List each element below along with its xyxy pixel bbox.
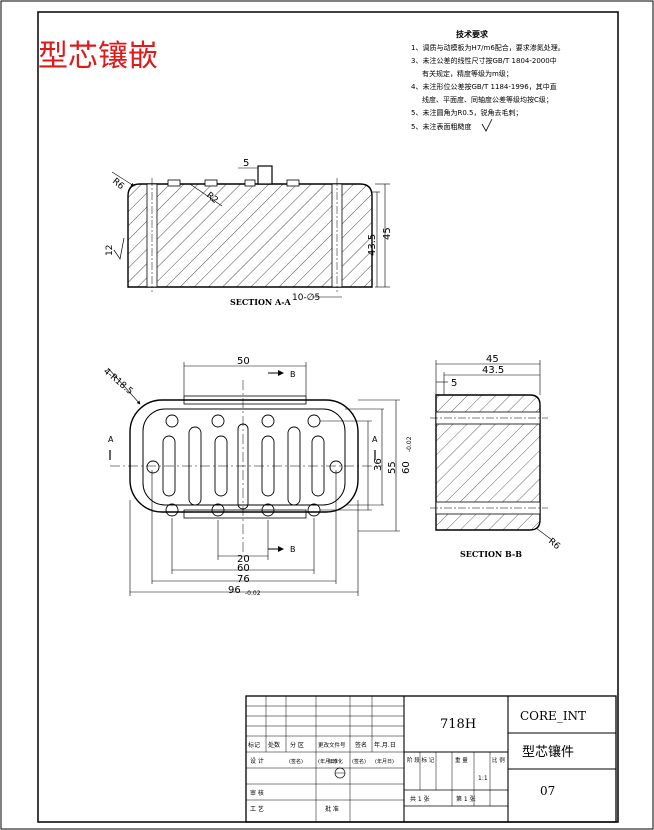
dim-55: 55 <box>387 461 398 474</box>
label-design-date: (年月日) <box>318 758 337 765</box>
dim-60-tol: -0.02 <box>406 436 413 452</box>
section-b-label: SECTION B-B <box>460 549 522 559</box>
inner-profile <box>142 408 346 506</box>
label-process: 工 艺 <box>250 805 264 813</box>
part-name: 型芯镶件 <box>522 744 574 760</box>
label-a-left: A <box>108 435 114 444</box>
label-sign: 签名 <box>355 741 367 749</box>
roughness-symbol-icon <box>481 118 493 132</box>
label-std: 标准化 <box>328 758 343 765</box>
dim-50: 50 <box>237 356 250 367</box>
dim-43-5: 43.5 <box>367 234 378 256</box>
label-stage: 阶 段 标 记 <box>407 756 435 764</box>
label-change: 更改文件号 <box>318 741 346 749</box>
tech-heading: 技术要求 <box>456 29 489 39</box>
label-zone: 分 区 <box>290 741 304 749</box>
label-b-bottom: B <box>290 545 296 554</box>
title-block-text: 718H CORE_INT 型芯镶件 07 1:1 标记 处数 分 区 更改文件… <box>248 709 586 813</box>
label-std-date: (年月日) <box>375 758 394 765</box>
tech-item-1: 1、调质与动模板为H7/m6配合，要求渗氮处理。 <box>411 43 565 52</box>
label-review: 审 核 <box>250 789 264 797</box>
label-b-top: B <box>290 370 296 379</box>
tech-item-7: 5、未注表面粗糙度 <box>411 122 471 131</box>
section-a-a: 5 R6 R2 43.5 45 10-∅5 12 SECTION A-A <box>105 158 393 307</box>
label-std-sign: (签名) <box>352 758 366 765</box>
dim-5-top: 5 <box>243 158 249 169</box>
dim-76: 76 <box>237 574 250 585</box>
drawing-number: 718H <box>440 717 476 732</box>
section-b-body <box>435 394 541 531</box>
label-a-right: A <box>372 435 378 444</box>
label-design-sign: (签名) <box>289 758 303 765</box>
sheet-number: 07 <box>540 784 555 798</box>
tech-item-5: 线度、平面度、同轴度公差等级均按C级； <box>422 95 553 104</box>
tech-item-3: 有关规定，精度等级为m级； <box>422 69 513 78</box>
label-date: 年.月.日 <box>374 741 396 749</box>
dim-36: 36 <box>373 458 384 471</box>
corner-holes <box>146 414 343 517</box>
dim-20: 20 <box>237 554 250 565</box>
sheet-count: 共 1 张 <box>410 795 430 803</box>
label-approve: 批 准 <box>325 805 339 813</box>
dim-10-holes: 10-∅5 <box>292 293 320 303</box>
title-block <box>245 695 617 823</box>
section-a-body <box>127 183 373 288</box>
label-count: 处数 <box>268 741 280 749</box>
slots <box>162 423 325 510</box>
part-code: CORE_INT <box>520 709 586 723</box>
dim-b-r6: R6 <box>546 537 562 553</box>
section-b-b: 45 43.5 5 R6 SECTION B-B <box>430 354 562 559</box>
dim-4-r18-5: 4-R18.5 <box>101 367 134 397</box>
dim-60-w: 60 <box>237 563 250 574</box>
dim-96-tol: -0.02 <box>245 590 261 597</box>
outer-profile <box>129 399 359 513</box>
label-design: 设 计 <box>250 757 264 765</box>
top-boss <box>257 165 273 185</box>
label-weight: 重 量 <box>455 756 468 764</box>
sheet-index: 第 1 张 <box>456 795 476 803</box>
red-title-stamp: 型芯镶嵌 <box>38 39 158 74</box>
top-view: 50 4-R18.5 B B A A 20 60 76 96 -0.02 36 <box>101 356 413 597</box>
tech-requirements: 技术要求 1、调质与动模板为H7/m6配合，要求渗氮处理。 3、未注公差的线性尺… <box>411 29 565 132</box>
dim-r6: R6 <box>110 177 126 193</box>
dim-96: 96 <box>228 585 241 596</box>
dim-45: 45 <box>382 227 393 240</box>
tech-item-2: 3、未注公差的线性尺寸按GB/T 1804-2000中 <box>411 56 557 65</box>
dim-60-h: 60 <box>401 461 412 474</box>
section-a-label: SECTION A-A <box>230 297 292 307</box>
dim-b-43-5: 43.5 <box>482 365 504 376</box>
tech-item-6: 5、未注圆角为R0.5，锐角去毛刺； <box>411 108 522 117</box>
tech-item-4: 4、未注形位公差按GB/T 1184-1996，其中直 <box>411 82 557 91</box>
label-mark: 标记 <box>248 741 260 749</box>
scale: 1:1 <box>478 775 488 782</box>
label-ratio: 比 例 <box>492 756 505 764</box>
dim-b-45: 45 <box>486 354 499 365</box>
roughness-value: 12 <box>105 245 115 256</box>
dim-b-5: 5 <box>451 378 457 389</box>
roughness-symbol-icon <box>113 237 125 260</box>
